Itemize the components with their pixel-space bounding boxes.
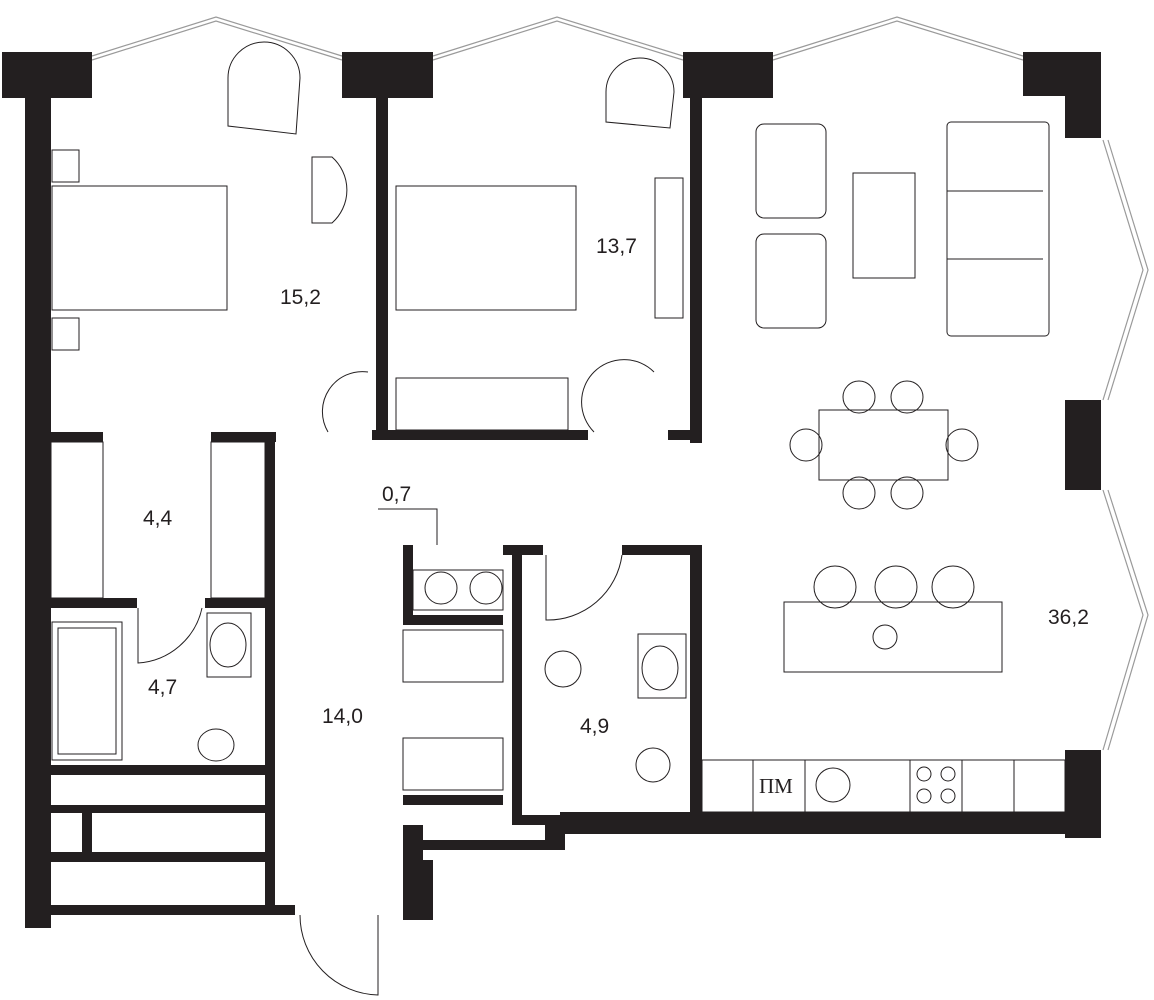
cooktop xyxy=(909,759,963,813)
kitchen-counter xyxy=(701,759,1066,813)
armchair-bedroom-1 xyxy=(227,41,301,135)
wardrobe-bedroom-2 xyxy=(395,377,569,431)
wardrobe-hallway-1 xyxy=(402,629,504,683)
window-bedroom-1 xyxy=(91,16,343,57)
room-area-hallway: 14,0 xyxy=(322,705,363,728)
sink-bathroom-1 xyxy=(206,612,252,678)
washer-dryer xyxy=(412,569,504,611)
door-bathroom-1 xyxy=(137,607,203,664)
room-area-bathroom-1: 4,7 xyxy=(148,676,178,699)
room-area-walk-in-closet: 4,4 xyxy=(143,507,173,530)
window-kitchen-right xyxy=(1102,489,1144,751)
door-bedroom-1 xyxy=(321,371,369,433)
kitchen-sink xyxy=(815,767,851,803)
furniture xyxy=(50,41,1066,996)
bathtub xyxy=(51,621,123,761)
armchair-bedroom-2 xyxy=(605,57,675,129)
door-bedroom-2 xyxy=(581,359,655,433)
window-living-right xyxy=(1102,139,1144,401)
armchair-living-2 xyxy=(755,233,827,329)
sofa xyxy=(946,121,1050,337)
kitchen-island xyxy=(783,601,1003,673)
dining-table xyxy=(818,409,949,481)
closet-rail-right xyxy=(210,441,266,599)
room-area-kitchen-living: 36,2 xyxy=(1048,606,1089,629)
room-area-bedroom-1: 15,2 xyxy=(280,286,321,309)
window-living-top xyxy=(772,16,1024,57)
door-bathroom-2 xyxy=(545,554,623,621)
desk-bedroom-2 xyxy=(654,177,684,319)
dishwasher-label: ПМ xyxy=(759,774,793,798)
toilet-bathroom-1 xyxy=(197,728,235,762)
room-area-laundry-niche: 0,7 xyxy=(382,483,412,506)
armchair-living-1 xyxy=(755,123,827,219)
room-area-bathroom-2: 4,9 xyxy=(580,715,610,738)
toilet-bathroom-2 xyxy=(544,650,582,688)
desk-chair-bedroom-1 xyxy=(311,156,348,224)
leader-line-laundry xyxy=(378,508,438,545)
wardrobe-hallway-2 xyxy=(402,737,504,791)
entrance-door xyxy=(299,914,379,996)
bed-1 xyxy=(51,185,228,311)
windows xyxy=(91,16,1149,751)
window-bedroom-2 xyxy=(432,16,684,57)
closet-rail-left xyxy=(50,441,104,599)
sink-bathroom-2 xyxy=(637,633,687,699)
bed-2 xyxy=(395,185,577,311)
shower-drain xyxy=(635,747,671,783)
coffee-table xyxy=(852,172,916,279)
room-area-bedroom-2: 13,7 xyxy=(596,235,637,258)
walls xyxy=(2,52,1101,928)
